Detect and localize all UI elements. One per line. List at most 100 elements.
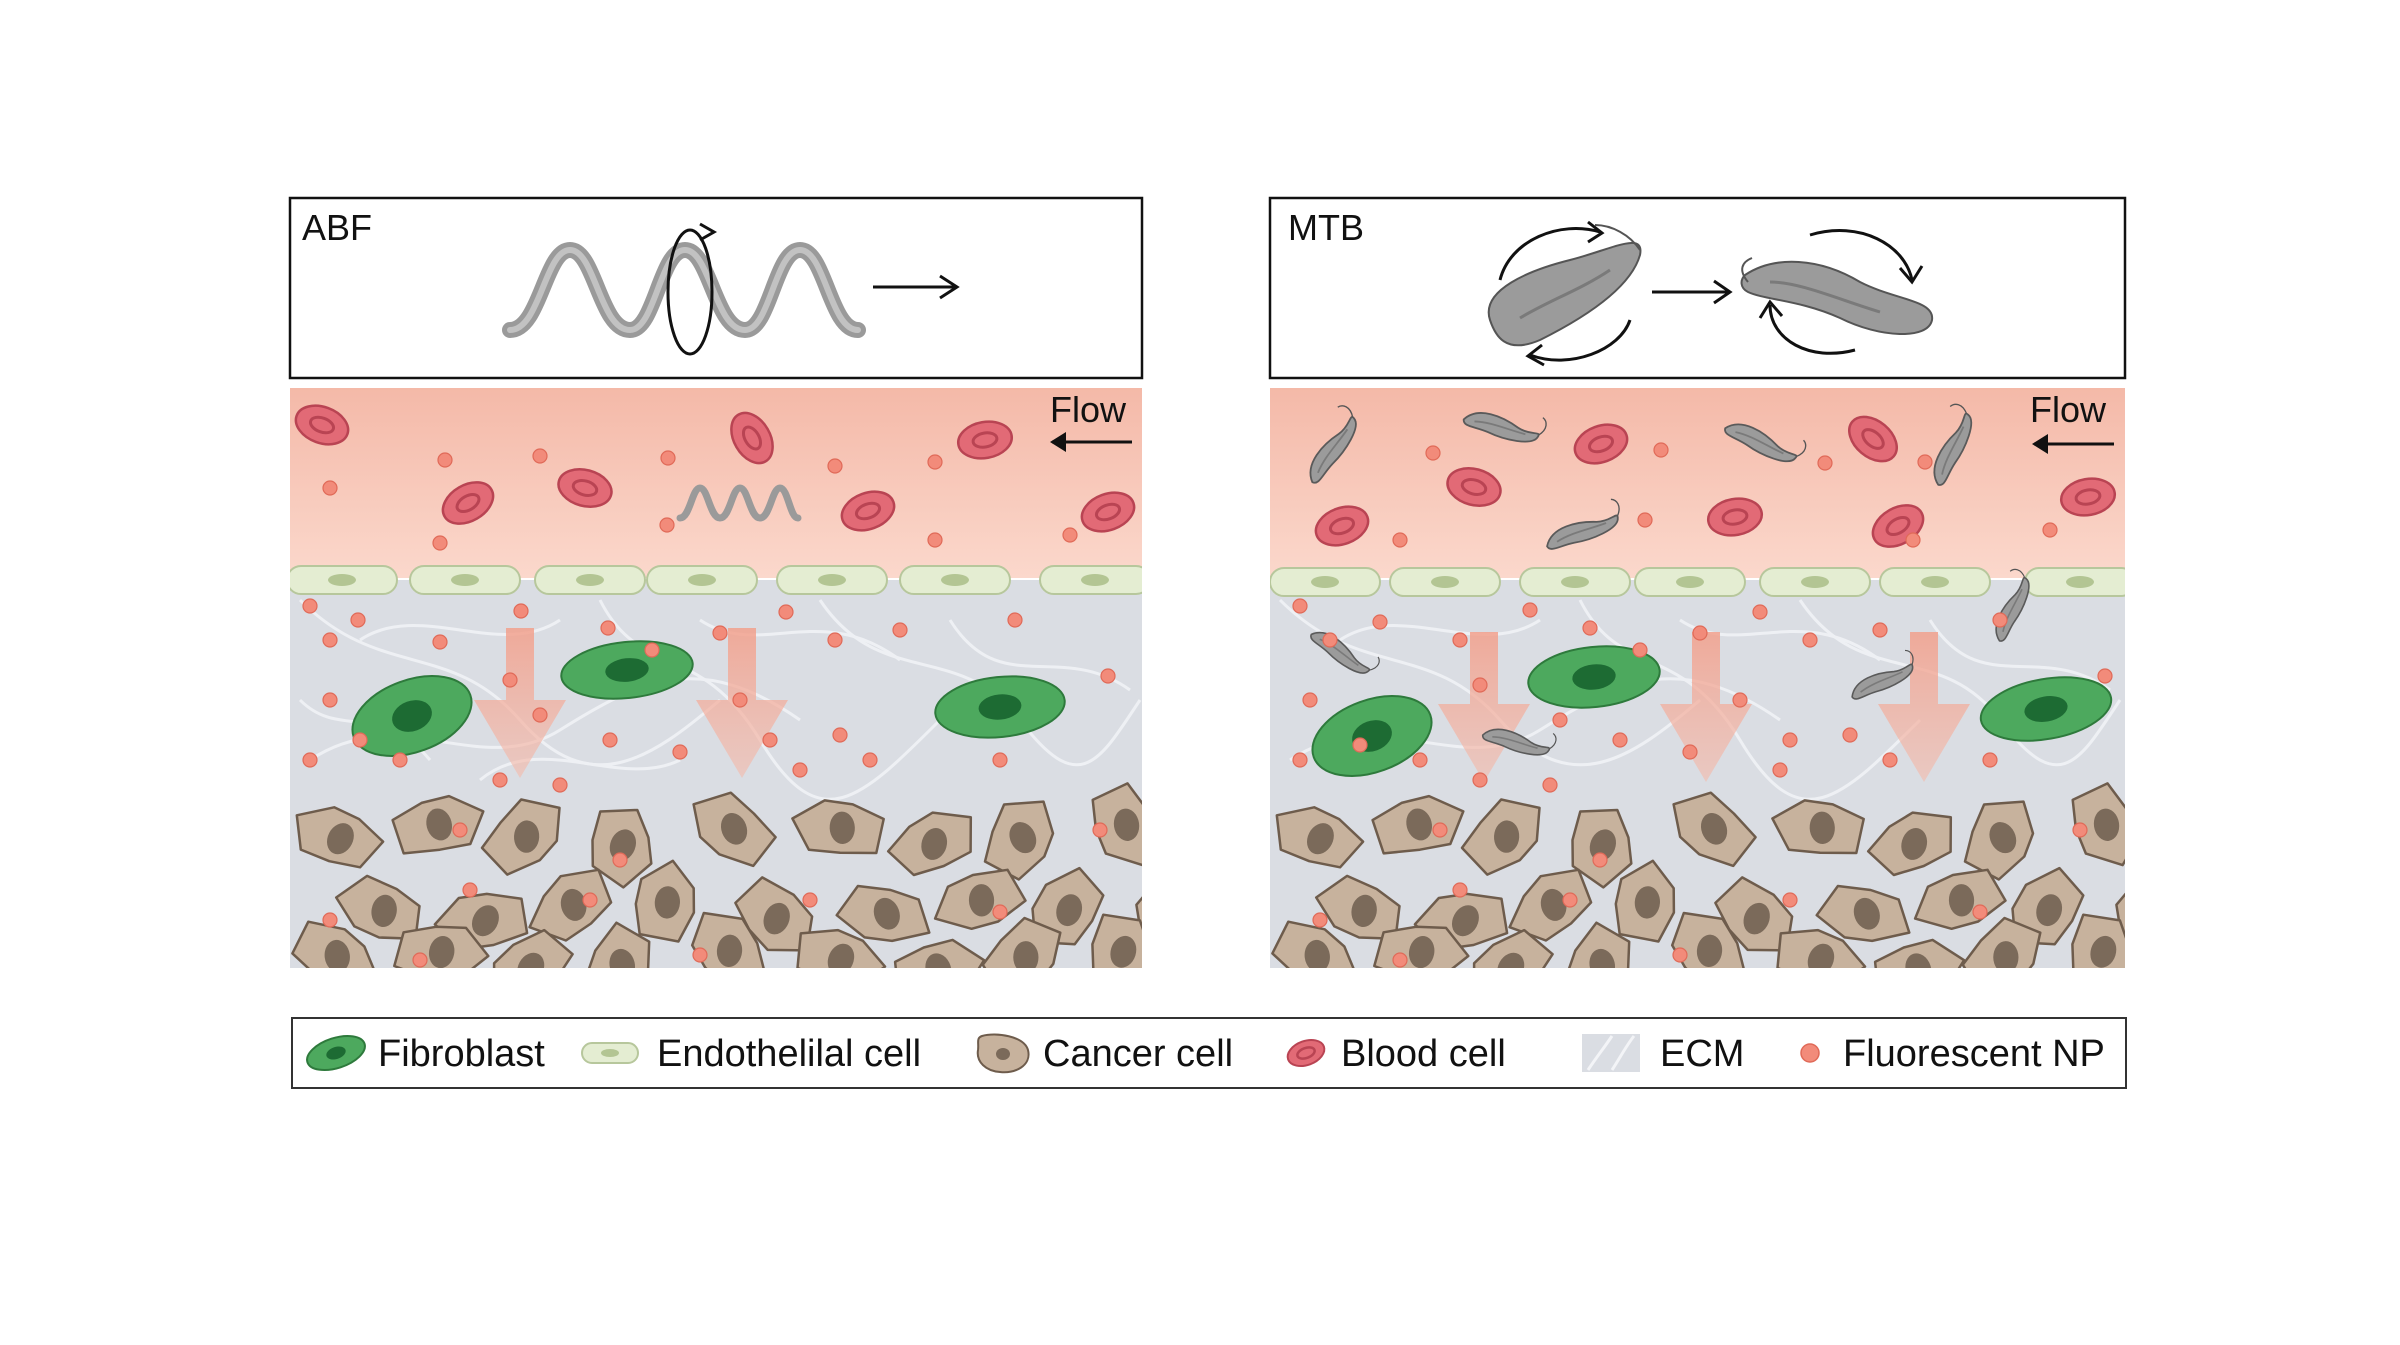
nanoparticle (1612, 732, 1628, 748)
cancer-cell (983, 800, 1055, 881)
nanoparticle (827, 632, 843, 648)
nanoparticle (778, 604, 794, 620)
nanoparticle (1637, 512, 1653, 528)
blood-cell (956, 420, 1014, 460)
nanoparticle (927, 532, 943, 548)
magnetotactic-bacterium (1481, 728, 1557, 756)
nanoparticle (1100, 668, 1116, 684)
nanoparticle (392, 752, 408, 768)
nanoparticle (732, 692, 748, 708)
cancer-cell (1866, 811, 1953, 877)
blood-cell (1573, 423, 1629, 465)
magnetotactic-bacterium (1724, 423, 1807, 463)
nanoparticle (1007, 612, 1023, 628)
nanoparticle (432, 634, 448, 650)
cancer-cell (2011, 866, 2085, 946)
blood-cell (1848, 415, 1898, 463)
cancer-cell (2115, 892, 2125, 941)
nanoparticle (412, 952, 428, 968)
nanoparticle (1682, 744, 1698, 760)
nanoparticle (532, 707, 548, 723)
nanoparticle (660, 450, 676, 466)
cancer-cell (1091, 782, 1142, 867)
cancer-cell (835, 884, 931, 943)
nanoparticle (832, 727, 848, 743)
nanoparticle (1582, 620, 1598, 636)
blood-cell (1706, 497, 1764, 537)
nanoparticle (1872, 622, 1888, 638)
panel-title: ABF (302, 207, 372, 248)
cancer-cell (1472, 928, 1554, 968)
cancer-cell (1371, 794, 1465, 855)
magnetotactic-bacterium (1933, 403, 1973, 486)
magnetotactic-bacterium (1851, 649, 1914, 700)
nanoparticle (302, 752, 318, 768)
nanoparticle (1653, 442, 1669, 458)
cancer-cell (1135, 896, 1142, 936)
cancer-cell (634, 859, 696, 943)
nanoparticle (1752, 604, 1768, 620)
cell-layer-mtb (1271, 403, 2125, 968)
cancer-cell (528, 868, 613, 942)
nanoparticle (1882, 752, 1898, 768)
cancer-cell-icon (976, 1033, 1030, 1074)
cancer-cell (291, 920, 375, 968)
nanoparticle (1632, 642, 1648, 658)
nanoparticle (352, 732, 368, 748)
nanoparticle (322, 632, 338, 648)
fibroblast-cell (1979, 676, 2113, 742)
nanoparticle (992, 904, 1008, 920)
helical-robot-icon (676, 484, 802, 522)
cancer-cell (2071, 913, 2125, 968)
mtb-header-box: MTB (1268, 196, 2127, 380)
cancer-cell (2071, 782, 2125, 867)
rotation-arrow-icon (1498, 220, 1632, 367)
cancer-cell (1460, 798, 1541, 876)
nanoparticle (1542, 777, 1558, 793)
cancer-cell (981, 916, 1062, 968)
blood-vessel (290, 388, 1142, 578)
blood-cell (1080, 491, 1136, 533)
cancer-cell (1614, 859, 1676, 943)
endothelial-layer (290, 565, 1142, 595)
blood-cell (2059, 477, 2117, 517)
panel-mtb: MTB (1268, 196, 2127, 968)
panel-title: MTB (1288, 207, 1364, 248)
blood-vessel (1270, 388, 2125, 578)
nanoparticle (927, 454, 943, 470)
legend-label: Fluorescent NP (1843, 1033, 2105, 1075)
legend-label: Cancer cell (1043, 1033, 1233, 1075)
nanoparticle (892, 622, 908, 638)
magnetotactic-bacterium (1546, 498, 1620, 550)
ecm-icon (1582, 1034, 1640, 1072)
nanoparticle (1472, 772, 1488, 788)
nanoparticle (1802, 632, 1818, 648)
panel-abf: ABF (288, 196, 1144, 968)
fibroblast-cell (560, 640, 694, 700)
nanoparticle (692, 947, 708, 963)
nanoparticle (1425, 445, 1441, 461)
cancer-cell (886, 811, 973, 877)
legend: Fibroblast Endothelilal cell Cancer cell… (291, 1017, 2127, 1089)
blood-cell (840, 490, 896, 532)
nanoparticle (1782, 892, 1798, 908)
cancer-cell (591, 808, 653, 889)
nanoparticle (659, 517, 675, 533)
nanoparticle (1772, 762, 1788, 778)
nanoparticle (862, 752, 878, 768)
nanoparticle (644, 642, 660, 658)
nanoparticle (672, 744, 688, 760)
cancer-cell (1963, 800, 2035, 881)
cancer-cell (492, 928, 574, 968)
nanoparticle (437, 452, 453, 468)
nanoparticle (1432, 822, 1448, 838)
cancer-cell (1815, 884, 1911, 943)
fluorescent-np-icon (1800, 1043, 1820, 1063)
magnetotactic-bacterium-icon (1740, 257, 1934, 336)
magnetotactic-bacterium-icon (1487, 224, 1642, 347)
cancer-cell (791, 799, 885, 855)
cancer-cell (1670, 911, 1745, 968)
cancer-cell (1271, 920, 1355, 968)
nanoparticle (1732, 692, 1748, 708)
